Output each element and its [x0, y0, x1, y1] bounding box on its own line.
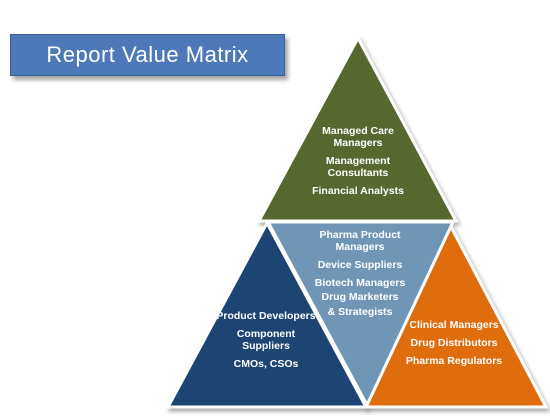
right-segment-labels: Clinical Managers Drug Distributors Phar…: [404, 319, 504, 373]
segment-item: Pharma Regulators: [405, 355, 503, 367]
segment-item: Clinical Managers: [409, 319, 499, 331]
segment-item: Managed Care Managers: [322, 125, 394, 149]
segment-item: Product Developers: [216, 310, 316, 322]
segment-item: Pharma Product Managers: [319, 229, 401, 253]
center-segment-labels: Pharma Product Managers Device Suppliers…: [308, 229, 412, 318]
left-segment-labels: Product Developers Component Suppliers C…: [216, 310, 316, 376]
segment-item: Drug Marketers: [321, 291, 399, 303]
segment-item: Drug Distributors: [410, 337, 498, 349]
title-banner: Report Value Matrix: [10, 34, 285, 76]
segment-item: Financial Analysts: [312, 185, 404, 197]
segment-item: & Strategists: [327, 306, 393, 318]
segment-item: CMOs, CSOs: [233, 358, 299, 370]
top-segment-labels: Managed Care Managers Management Consult…: [308, 125, 408, 203]
segment-item: Device Suppliers: [317, 259, 403, 271]
segment-item: Component Suppliers: [236, 328, 296, 352]
segment-item: Management Consultants: [325, 155, 391, 179]
left-triangle: [165, 219, 369, 409]
center-inverted-triangle: [265, 220, 456, 409]
page-title: Report Value Matrix: [46, 42, 249, 67]
segment-item: Biotech Managers: [314, 277, 406, 289]
